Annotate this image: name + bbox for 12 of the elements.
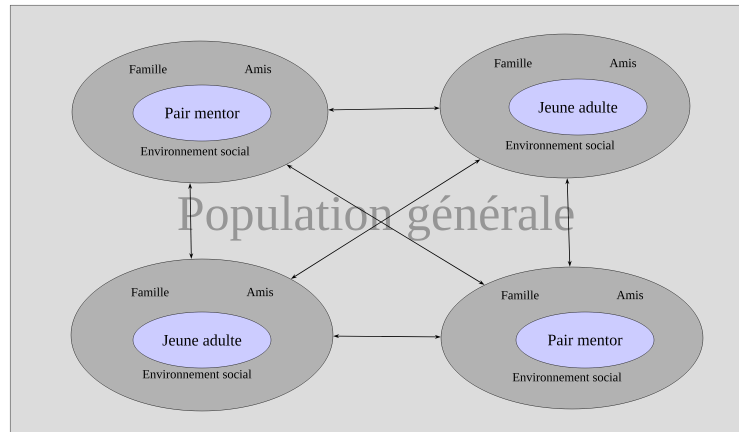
ellipse-label: Famille <box>501 290 539 300</box>
ellipse-label: Amis <box>246 288 274 296</box>
ellipse-label: Amis <box>616 290 644 300</box>
ellipse-label: Environnement social <box>512 372 622 382</box>
ellipse-label: Environnement social <box>142 370 252 378</box>
ellipse-label: Famille <box>131 288 169 296</box>
ellipse-label: Amis <box>610 58 636 68</box>
ellipse-label: Amis <box>244 64 272 74</box>
ellipse-label: Famille <box>129 64 167 74</box>
ellipse-label: Famille <box>494 58 532 68</box>
ellipse-label: Environnement social <box>506 140 614 150</box>
ellipse-label: Environnement social <box>140 146 250 156</box>
